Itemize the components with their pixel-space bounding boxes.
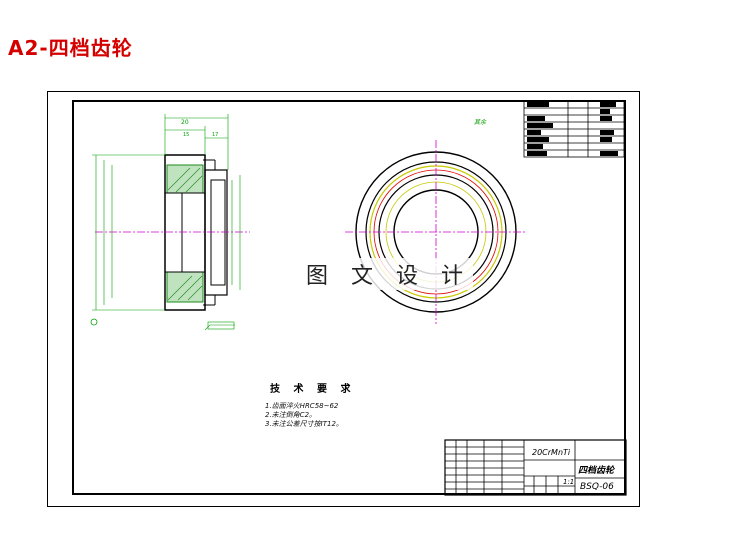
drawing-border xyxy=(72,100,626,495)
drawing-sheet xyxy=(47,91,640,507)
hatching xyxy=(167,167,203,301)
parameter-table xyxy=(523,100,625,158)
watermark: 图 文 设 计 xyxy=(304,258,473,290)
svg-text:20: 20 xyxy=(181,119,189,126)
material-label: 20CrMnTi xyxy=(532,448,571,457)
requirement-item: 3.未注公差尺寸按IT12。 xyxy=(265,420,343,428)
drawing-number: BSQ-06 xyxy=(580,482,614,492)
svg-text:17: 17 xyxy=(212,132,218,138)
svg-text:15: 15 xyxy=(183,132,189,138)
scale-label: 1:1 xyxy=(563,478,575,486)
section-dimensions xyxy=(92,114,241,331)
page-title: A2-四档齿轮 xyxy=(8,36,133,60)
surface-finish-label: 其余 xyxy=(474,119,487,126)
section-view xyxy=(164,154,228,311)
part-name: 四档齿轮 xyxy=(578,466,615,476)
parameter-table-fills xyxy=(527,102,618,156)
title-block-grid xyxy=(444,439,627,496)
requirements-heading: 技 术 要 求 xyxy=(270,384,356,395)
requirement-item: 1.齿面淬火HRC58~62 xyxy=(265,402,339,410)
requirement-item: 2.未注倒角C2。 xyxy=(265,411,317,419)
